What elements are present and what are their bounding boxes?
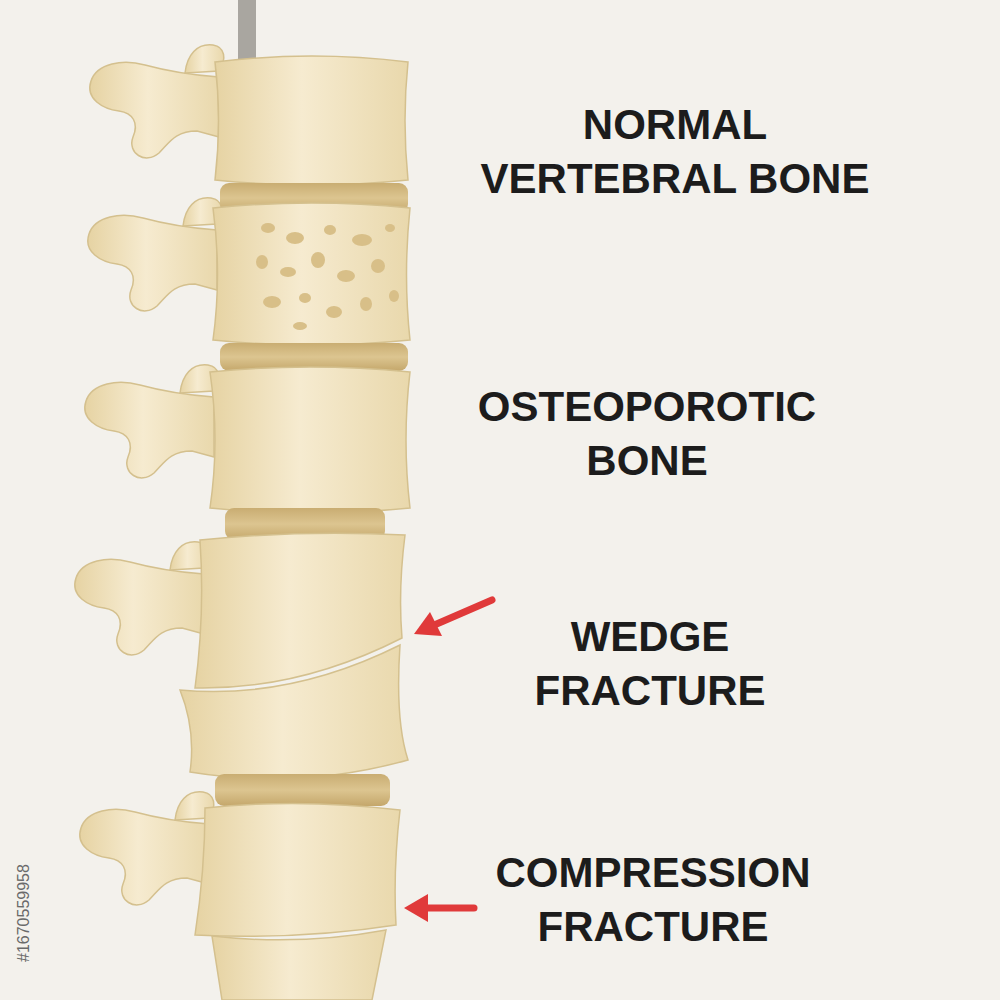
- pointer-arrow: [424, 905, 474, 912]
- watermark: #1670559958: [14, 864, 34, 962]
- callout-label: NORMAL VERTEBRAL BONE: [465, 98, 885, 206]
- callout-label: OSTEOPOROTIC BONE: [457, 380, 837, 488]
- vertebral-process: [85, 365, 219, 478]
- vertebral-process: [90, 45, 224, 158]
- wedge-vertebra: [195, 533, 405, 688]
- pore: [293, 322, 307, 330]
- pore: [311, 252, 325, 268]
- pore: [360, 297, 372, 311]
- pore: [352, 234, 372, 246]
- vertebral-body: [210, 367, 410, 513]
- vertebral-process: [75, 542, 209, 655]
- vertebral-body: [215, 56, 408, 185]
- porous-holes: [256, 223, 399, 330]
- pore: [280, 267, 296, 277]
- pore: [337, 270, 355, 282]
- pore: [286, 232, 304, 244]
- vertebral-process: [80, 792, 214, 905]
- pore: [256, 255, 268, 269]
- arrowhead: [404, 894, 428, 922]
- callout-label: WEDGE FRACTURE: [500, 610, 800, 718]
- arrowhead: [414, 612, 442, 636]
- pointer-arrow: [432, 600, 492, 626]
- pore: [261, 223, 275, 233]
- pore: [326, 306, 342, 318]
- support-rod: [238, 0, 256, 60]
- pore: [324, 225, 336, 235]
- pore: [371, 259, 385, 273]
- vertebral-body: [195, 803, 400, 936]
- pore: [389, 290, 399, 302]
- callout-label: COMPRESSION FRACTURE: [473, 846, 833, 954]
- pore: [385, 224, 395, 232]
- pore: [299, 293, 311, 303]
- vertebral-body: [212, 930, 386, 1000]
- vertebral-body: [213, 203, 410, 345]
- vertebral-process: [88, 198, 222, 311]
- intervertebral-disc: [215, 774, 390, 806]
- pore: [263, 296, 281, 308]
